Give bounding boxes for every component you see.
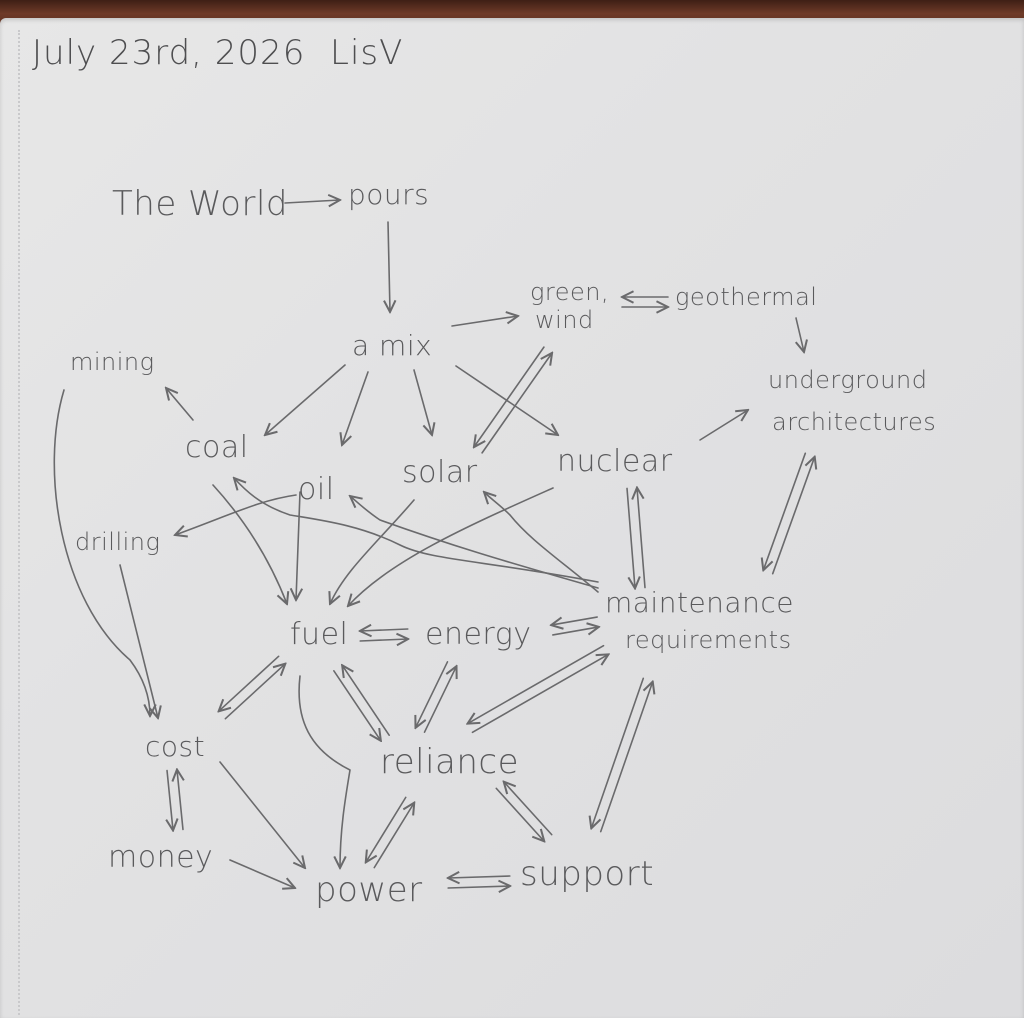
perforated-edge — [18, 30, 20, 1015]
edge-geothermal-underground — [796, 317, 804, 352]
edge-coal-fuel — [212, 484, 287, 604]
node-requirements: requirements — [625, 626, 792, 654]
edge-reliance-support-b — [504, 782, 553, 836]
node-coal: coal — [185, 430, 249, 465]
edge-maintenance-reliance-b — [471, 654, 608, 734]
node-reliance: reliance — [380, 742, 520, 782]
node-money: money — [108, 840, 214, 875]
node-pours: pours — [348, 178, 430, 211]
node-energy: energy — [425, 617, 532, 652]
edge-mix-green-wind — [451, 316, 518, 327]
node-fuel: fuel — [290, 617, 349, 652]
edge-fuel-cost-b — [224, 664, 285, 720]
edge-oil-fuel — [296, 491, 300, 600]
edge-coal-mining — [166, 388, 194, 421]
node-a-mix: a mix — [352, 329, 433, 362]
date-heading: July 23rd, 2026 — [32, 33, 306, 73]
edge-fuel-reliance-b — [342, 665, 390, 737]
edge-reliance-power-a — [366, 796, 407, 862]
edge-mining-cost — [53, 389, 150, 716]
edge-maintenance-reliance-a — [468, 644, 605, 724]
edge-underground-maintenance-a — [763, 452, 807, 570]
node-wind: wind — [535, 306, 594, 334]
edge-nuclear-fuel — [348, 487, 554, 606]
node-power: power — [315, 870, 423, 910]
node-maintenance: maintenance — [605, 586, 794, 619]
edge-nuclear-underground — [699, 410, 748, 441]
edge-maintenance-coal — [234, 478, 599, 583]
edge-maintenance-support-b — [599, 682, 653, 833]
edge-energy-maintenance-b — [551, 616, 598, 625]
node-drilling: drilling — [75, 528, 161, 556]
node-oil: oil — [298, 472, 335, 507]
edge-cost-power — [219, 761, 305, 868]
edge-mix-oil — [342, 371, 369, 445]
edge-power-support-b — [448, 876, 511, 878]
edge-energy-reliance-a — [416, 661, 449, 728]
node-solar: solar — [402, 455, 478, 490]
edge-maintenance-support-a — [591, 677, 645, 828]
edge-reliance-support-a — [495, 787, 544, 841]
edge-cost-money-a — [167, 769, 173, 830]
edge-drilling-cost — [119, 564, 158, 718]
edge-nuclear-maintenance-b — [637, 488, 646, 589]
edge-underground-maintenance-b — [771, 457, 815, 575]
edge-pours-mix — [388, 221, 390, 312]
edge-fuel-energy-a — [359, 639, 408, 641]
edge-power-support-a — [447, 886, 510, 888]
edge-energy-maintenance-a — [552, 627, 599, 636]
edge-maintenance-oil — [350, 496, 599, 589]
node-mining: mining — [70, 348, 155, 376]
node-geothermal: geothermal — [675, 283, 818, 311]
edge-nuclear-maintenance-a — [626, 487, 635, 588]
edge-fuel-cost-a — [219, 655, 280, 711]
edge-reliance-power-b — [373, 803, 414, 869]
edge-cost-money-b — [177, 770, 183, 831]
edge-mix-coal — [265, 364, 346, 435]
node-cost: cost — [145, 730, 206, 763]
edge-oil-drilling — [175, 494, 297, 535]
node-support: support — [520, 854, 655, 894]
edge-fuel-reliance-a — [333, 669, 381, 741]
node-nuclear: nuclear — [557, 444, 673, 479]
node-green: green, — [530, 278, 610, 306]
node-underground: underground — [768, 366, 928, 394]
edge-maintenance-solar — [484, 492, 599, 593]
edge-money-power — [229, 859, 295, 888]
edge-solar-fuel — [330, 499, 415, 604]
edge-energy-reliance-b — [423, 666, 456, 733]
edge-wind-solar-a — [474, 346, 545, 447]
edge-wind-solar-b — [481, 353, 552, 454]
edge-mix-solar — [413, 369, 432, 435]
author-signature: LisV — [330, 33, 404, 73]
edge-world-pours — [284, 200, 340, 203]
node-architectures: architectures — [772, 408, 937, 436]
node-the-world: The World — [112, 184, 288, 224]
edge-fuel-power — [298, 675, 351, 868]
edge-fuel-energy-b — [360, 629, 409, 631]
